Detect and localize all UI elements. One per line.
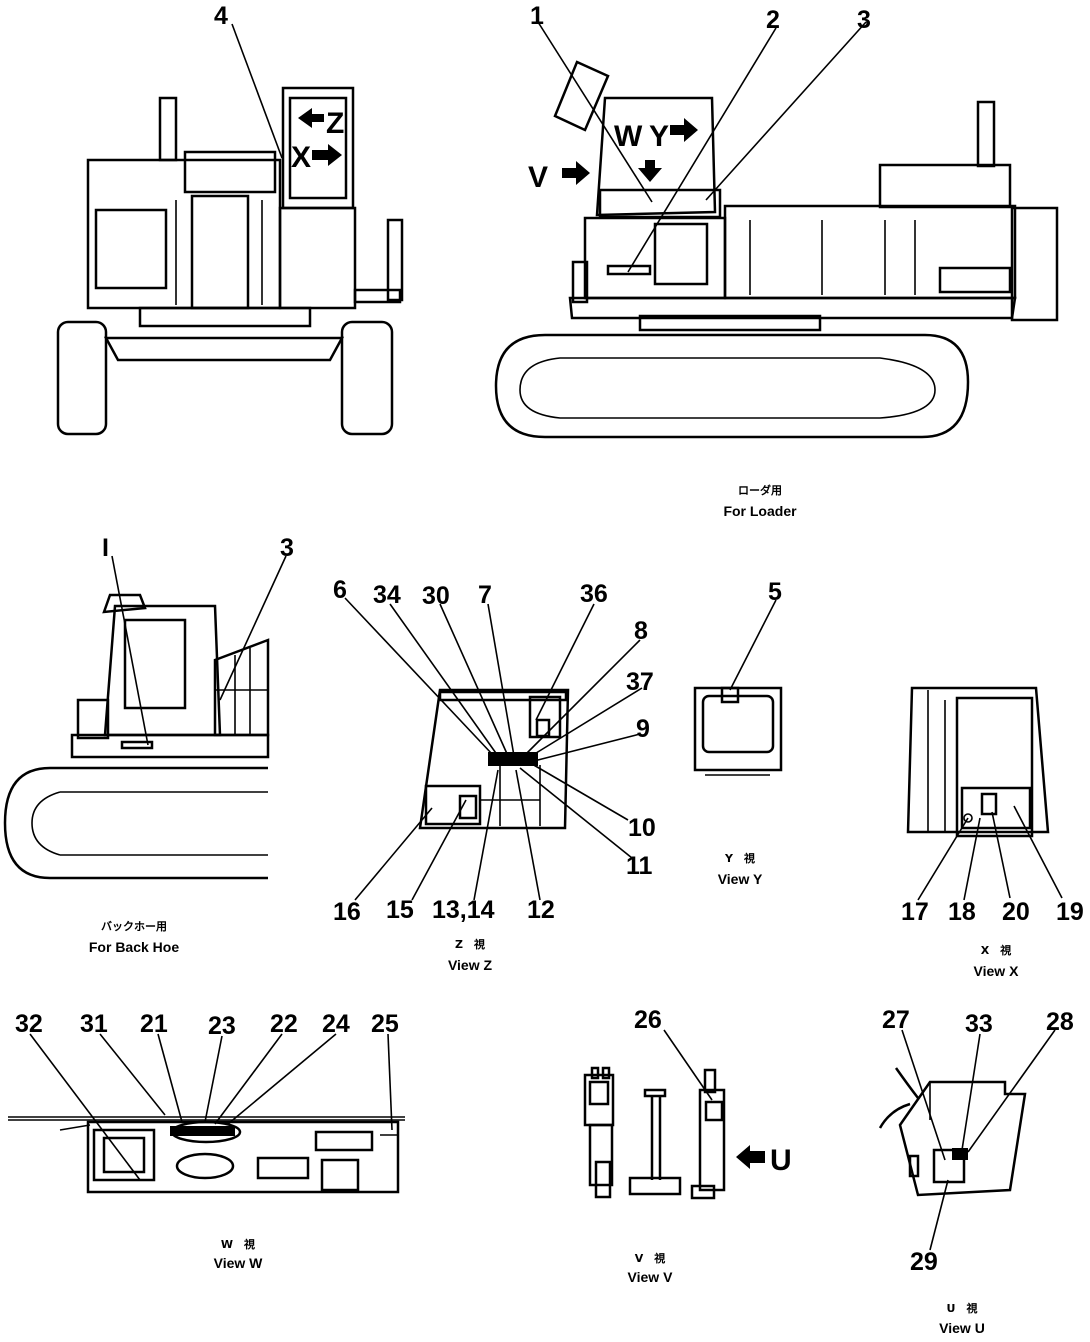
decal-1-flag	[553, 60, 610, 132]
decal-plate	[120, 740, 154, 750]
view-arrow-w-label: W	[614, 120, 643, 153]
callout-21: 21	[140, 1010, 168, 1038]
front-view-arrows: Z X	[291, 107, 344, 174]
callout-16: 16	[333, 898, 361, 926]
callout-3-backhoe: 3	[280, 534, 294, 562]
leader-line-4	[231, 23, 283, 159]
leader-line-26	[663, 1029, 713, 1101]
callout-7: 7	[478, 581, 492, 609]
caption-view-u-jp: U 視	[947, 1301, 978, 1315]
view-u-leaders	[901, 1029, 1056, 1251]
callout-9: 9	[636, 715, 650, 743]
callout-26: 26	[634, 1006, 662, 1034]
callout-1: 1	[530, 2, 544, 30]
loader-side-view-machine	[494, 96, 1059, 439]
callout-10: 10	[628, 814, 656, 842]
view-u-tank	[878, 1067, 1027, 1197]
callout-31: 31	[80, 1010, 108, 1038]
caption-view-x-jp: X 視	[981, 943, 1011, 957]
caption-view-y: View Y	[718, 871, 763, 887]
caption-view-v: View V	[628, 1269, 674, 1285]
callout-12: 12	[527, 896, 555, 924]
callout-23: 23	[208, 1012, 236, 1040]
view-v-assembly	[583, 1066, 726, 1200]
arrow-down-icon	[638, 160, 662, 182]
callout-18: 18	[948, 898, 976, 926]
leader-line-3	[219, 555, 287, 701]
caption-view-x: View X	[974, 963, 1020, 979]
loader-side-arrows: W Y V	[528, 118, 698, 194]
view-y-panel	[693, 686, 783, 776]
callout-37: 37	[626, 668, 654, 696]
view-z-cab-interior	[418, 688, 570, 830]
callout-34: 34	[373, 581, 401, 609]
caption-backhoe: For Back Hoe	[89, 939, 179, 955]
view-x-cab	[906, 686, 1050, 838]
view-w-leaders	[29, 1033, 393, 1181]
decal-2	[606, 264, 652, 276]
callout-29: 29	[910, 1248, 938, 1276]
callout-36: 36	[580, 580, 608, 608]
loader-leaders	[537, 21, 867, 273]
caption-view-z-jp: Z 視	[455, 937, 485, 951]
callout-8: 8	[634, 617, 648, 645]
callout-25: 25	[371, 1010, 399, 1038]
caption-loader-jp: ローダ用	[738, 483, 782, 497]
caption-backhoe-jp: バックホー用	[101, 920, 167, 933]
front-view-machine	[56, 86, 404, 436]
caption-view-y-jp: Y 視	[724, 851, 755, 865]
callout-20: 20	[1002, 898, 1030, 926]
caption-view-w-jp: W 視	[221, 1237, 255, 1251]
callout-30: 30	[422, 582, 450, 610]
leader-line-5	[729, 599, 777, 691]
view-arrow-z-label: Z	[326, 107, 344, 140]
callout-28: 28	[1046, 1008, 1074, 1036]
backhoe-side-view-machine	[3, 593, 270, 880]
leader-line-1	[111, 555, 149, 746]
callout-4: 4	[214, 2, 228, 30]
callout-6: 6	[333, 576, 347, 604]
callout-15: 15	[386, 896, 414, 924]
view-arrow-v-label: V	[528, 161, 548, 194]
arrow-left-icon	[736, 1145, 765, 1169]
callout-19: 19	[1056, 898, 1084, 926]
caption-view-u: View U	[939, 1320, 985, 1336]
callout-5: 5	[768, 578, 782, 606]
callout-33: 33	[965, 1010, 993, 1038]
callout-1-backhoe: I	[102, 534, 109, 562]
arrow-right-icon	[312, 144, 342, 166]
model-plate	[938, 266, 1012, 294]
view-arrow-y-label: Y	[649, 120, 669, 153]
callout-11: 11	[626, 852, 653, 880]
view-x-leaders	[917, 805, 1063, 901]
callout-2: 2	[766, 6, 780, 34]
caption-view-v-jp: V 視	[635, 1251, 666, 1265]
view-arrow-x-label: X	[291, 141, 311, 174]
arrow-right-icon	[670, 118, 698, 142]
caption-view-z: View Z	[448, 957, 493, 973]
callout-32: 32	[15, 1010, 43, 1038]
view-w-engine	[8, 1116, 405, 1194]
callout-22: 22	[270, 1010, 298, 1038]
caption-loader: For Loader	[723, 503, 797, 519]
callout-3: 3	[857, 6, 871, 34]
callout-27: 27	[882, 1006, 910, 1034]
callout-17: 17	[901, 898, 929, 926]
arrow-left-icon	[298, 108, 324, 128]
view-arrow-u-label: U	[770, 1144, 792, 1177]
callout-24: 24	[322, 1010, 350, 1038]
decal-1-flag	[102, 593, 147, 614]
callout-13-14: 13,14	[432, 896, 495, 924]
view-z-leaders	[344, 597, 643, 901]
caption-view-w: View W	[214, 1255, 264, 1271]
arrow-right-icon	[562, 161, 590, 185]
